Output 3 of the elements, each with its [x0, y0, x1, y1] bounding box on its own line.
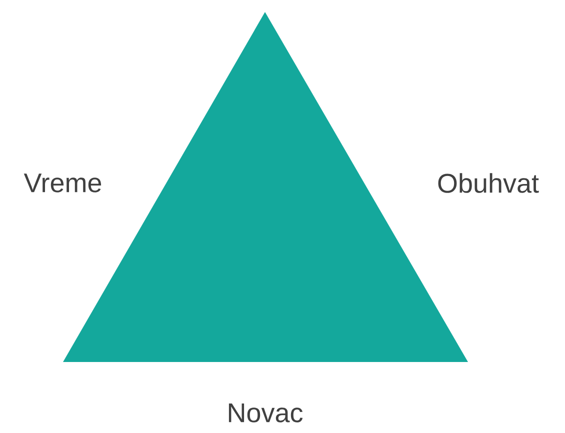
- side-label: Novac: [228, 404, 303, 422]
- side-label: Vreme: [24, 174, 102, 192]
- side-label: Obuhvat: [438, 173, 539, 193]
